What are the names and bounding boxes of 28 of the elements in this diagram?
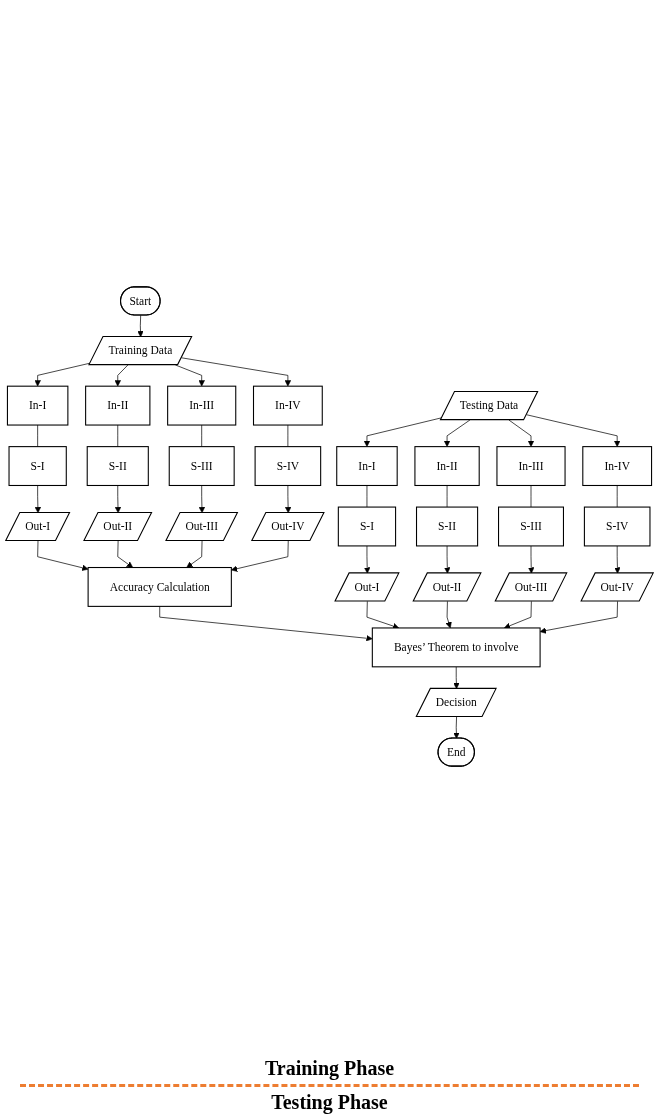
node-box: In-IV — [252, 385, 323, 426]
node-box: S-II — [86, 446, 149, 487]
node-box: S-III — [168, 446, 235, 487]
node-box: In-III — [496, 446, 566, 487]
connector — [530, 485, 532, 508]
node-box: In-II — [85, 385, 151, 426]
phase-label: Training Phase — [264, 1057, 395, 1080]
node-box: S-I — [337, 506, 397, 547]
connector — [366, 485, 368, 508]
node-box: S-III — [498, 506, 564, 547]
node-box: In-IV — [582, 446, 653, 487]
node-box: Accuracy Calculation — [87, 567, 232, 607]
phase-label: Testing Phase — [271, 1091, 388, 1114]
node-box: S-I — [8, 446, 67, 487]
node-box: In-III — [167, 385, 237, 426]
connector — [201, 424, 203, 447]
connector — [117, 424, 119, 447]
connector — [287, 424, 289, 447]
node-box: S-II — [415, 506, 479, 547]
node-box: In-I — [336, 446, 398, 487]
node-box: In-II — [414, 446, 480, 487]
node-box: S-IV — [583, 506, 651, 547]
connector — [446, 485, 448, 508]
node-box: Bayes’ Theorem to involve — [371, 627, 541, 668]
connector — [616, 485, 618, 508]
node-box: In-I — [6, 385, 69, 426]
connector — [37, 424, 38, 447]
node-box: S-IV — [254, 446, 322, 487]
